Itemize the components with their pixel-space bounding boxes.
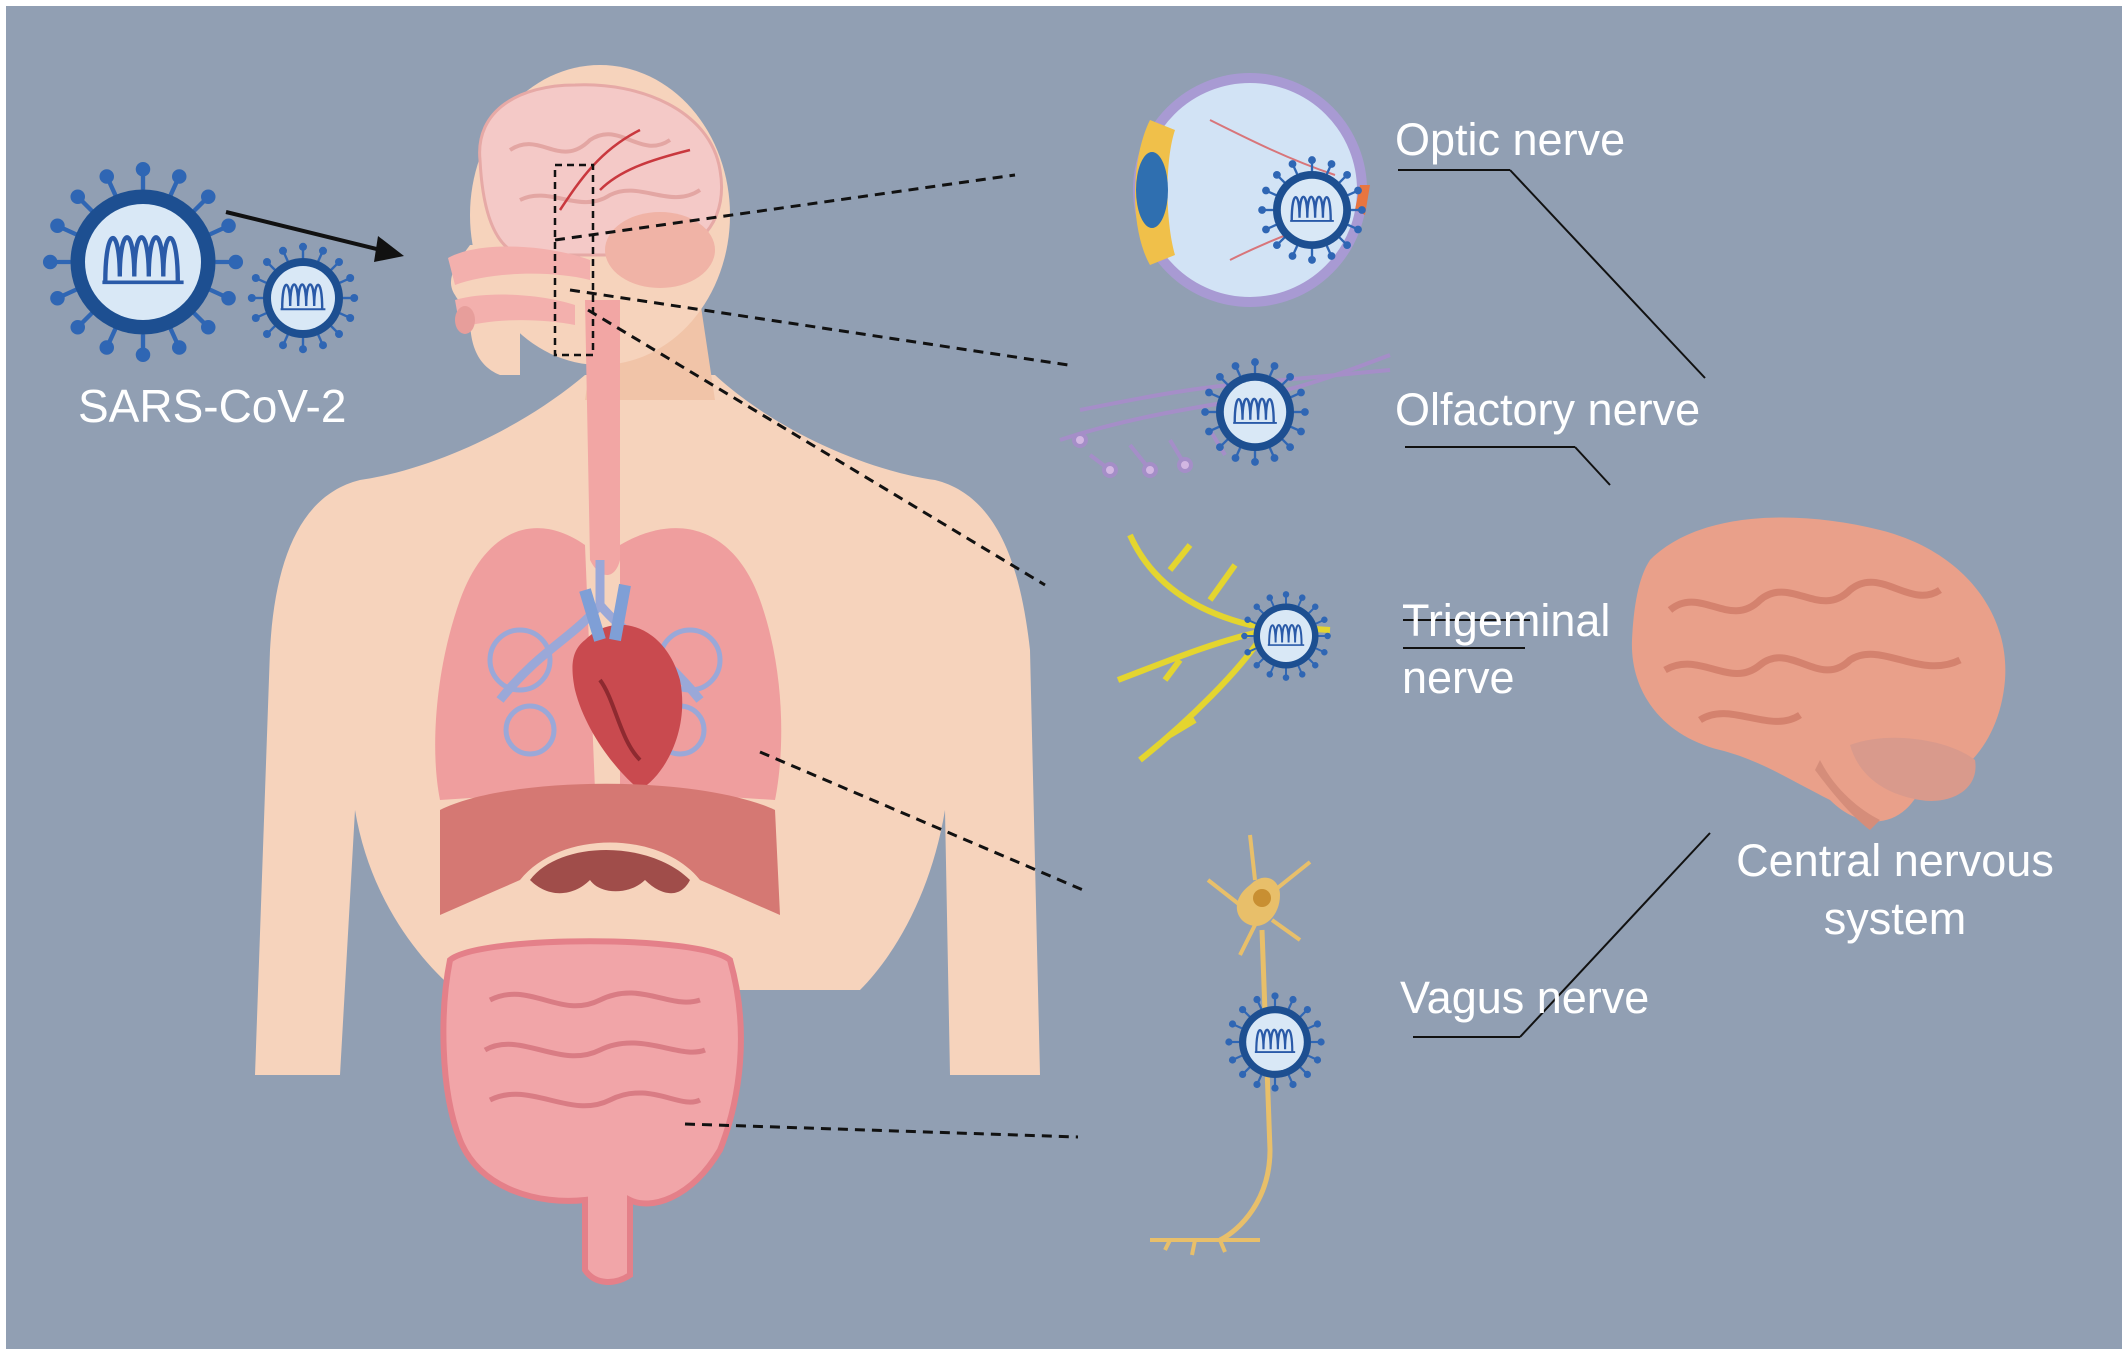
- optic-nerve-label: Optic nerve: [1395, 114, 1626, 165]
- olfactory-nerve-label: Olfactory nerve: [1395, 384, 1701, 435]
- virus-small-icon: [246, 241, 360, 355]
- virus-on-eye-icon: [1257, 155, 1367, 265]
- label-leader-lines: [1398, 169, 1711, 1038]
- virus-on-olfactory-icon: [1200, 357, 1310, 467]
- dashed-connectors: [554, 173, 1084, 1139]
- trigeminal-label-line2: nerve: [1402, 652, 1515, 703]
- cns-brain-illustration: [1631, 517, 2006, 830]
- cns-label-line2: system: [1823, 893, 1967, 944]
- virus-label: SARS-CoV-2: [78, 380, 347, 432]
- vagus-neuron-illustration: [1150, 834, 1312, 1256]
- virus-on-vagus-icon: [1224, 991, 1326, 1093]
- vagus-nerve-label: Vagus nerve: [1400, 972, 1650, 1023]
- virus-large-icon: [43, 162, 243, 362]
- cns-label-line1: Central nervous: [1736, 835, 2054, 886]
- trigeminal-label-line1: Trigeminal: [1402, 595, 1611, 646]
- entry-arrow: [225, 210, 404, 262]
- virus-on-trigeminal-icon: [1240, 590, 1332, 682]
- human-body-illustration: [255, 65, 1040, 1285]
- highlight-box: [553, 163, 595, 357]
